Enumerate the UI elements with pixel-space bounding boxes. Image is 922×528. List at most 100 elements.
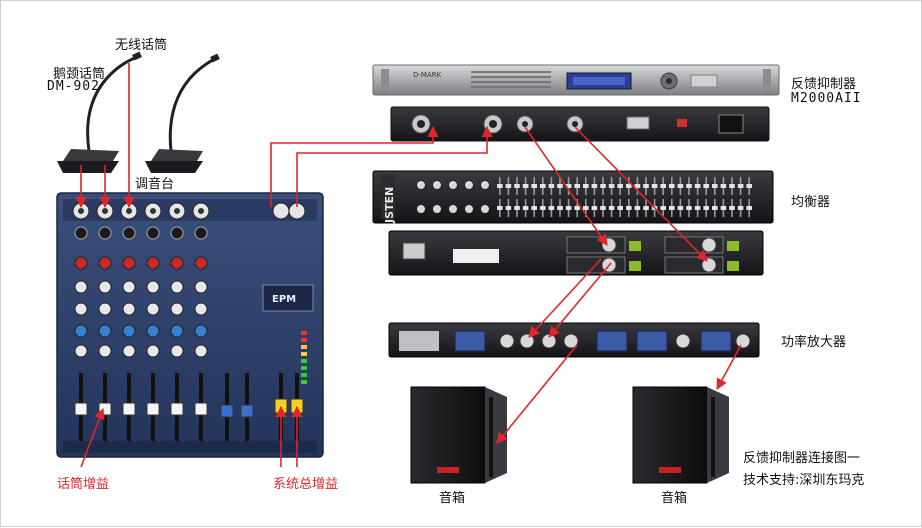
mixer-knob[interactable] bbox=[74, 280, 88, 294]
stereo-fader[interactable] bbox=[240, 404, 254, 418]
mixer-knob[interactable] bbox=[146, 324, 160, 338]
eq-slider-knob[interactable] bbox=[600, 206, 606, 210]
eq-slider-knob[interactable] bbox=[651, 184, 658, 188]
eq-knob[interactable] bbox=[464, 204, 474, 214]
eq-slider-knob[interactable] bbox=[540, 206, 546, 210]
channel-fader[interactable] bbox=[146, 402, 160, 416]
eq-knob[interactable] bbox=[416, 204, 426, 214]
mixer-knob[interactable] bbox=[122, 256, 136, 270]
mixer-knob[interactable] bbox=[122, 280, 136, 294]
eq-slider-knob[interactable] bbox=[505, 184, 512, 188]
eq-slider-knob[interactable] bbox=[617, 206, 623, 210]
eq-slider-knob[interactable] bbox=[712, 184, 718, 188]
eq-slider-knob[interactable] bbox=[677, 206, 684, 210]
mixer-knob[interactable] bbox=[194, 302, 208, 316]
stereo-fader[interactable] bbox=[220, 404, 234, 418]
eq-slider-knob[interactable] bbox=[686, 184, 692, 188]
mixer-knob[interactable] bbox=[74, 344, 88, 358]
mixer-knob[interactable] bbox=[194, 256, 208, 270]
mixer-knob[interactable] bbox=[98, 344, 112, 358]
eq-slider-knob[interactable] bbox=[514, 184, 520, 188]
mixer-knob[interactable] bbox=[146, 302, 160, 316]
eq-slider-knob[interactable] bbox=[608, 206, 615, 210]
mixer-knob[interactable] bbox=[170, 256, 184, 270]
eq-slider-knob[interactable] bbox=[505, 206, 512, 210]
eq-knob[interactable] bbox=[464, 180, 474, 190]
eq-slider-knob[interactable] bbox=[591, 184, 598, 188]
eq-slider-knob[interactable] bbox=[565, 206, 572, 210]
eq-knob[interactable] bbox=[432, 180, 442, 190]
eq-slider-knob[interactable] bbox=[497, 184, 503, 188]
eq-slider-knob[interactable] bbox=[600, 184, 606, 188]
eq-slider-knob[interactable] bbox=[583, 206, 589, 210]
eq-slider-knob[interactable] bbox=[634, 184, 641, 188]
mixer-knob[interactable] bbox=[170, 280, 184, 294]
eq-slider-knob[interactable] bbox=[531, 206, 537, 210]
eq-slider-knob[interactable] bbox=[583, 184, 589, 188]
eq-knob[interactable] bbox=[416, 180, 426, 190]
eq-slider-knob[interactable] bbox=[531, 184, 537, 188]
eq-knob[interactable] bbox=[480, 180, 490, 190]
eq-slider-knob[interactable] bbox=[643, 184, 649, 188]
eq-knob[interactable] bbox=[432, 204, 442, 214]
eq-slider-knob[interactable] bbox=[591, 206, 598, 210]
eq-slider-knob[interactable] bbox=[608, 184, 615, 188]
eq-slider-knob[interactable] bbox=[643, 206, 649, 210]
eq-slider-knob[interactable] bbox=[540, 184, 546, 188]
eq-slider-knob[interactable] bbox=[660, 184, 666, 188]
eq-slider-knob[interactable] bbox=[574, 184, 580, 188]
eq-slider-knob[interactable] bbox=[729, 206, 735, 210]
eq-knob[interactable] bbox=[448, 180, 458, 190]
eq-slider-knob[interactable] bbox=[669, 184, 675, 188]
eq-slider-knob[interactable] bbox=[557, 184, 563, 188]
mixer-knob[interactable] bbox=[74, 324, 88, 338]
eq-slider-knob[interactable] bbox=[720, 184, 727, 188]
eq-slider-knob[interactable] bbox=[548, 206, 555, 210]
mixer-knob[interactable] bbox=[122, 302, 136, 316]
eq-slider-knob[interactable] bbox=[634, 206, 641, 210]
eq-slider-knob[interactable] bbox=[703, 206, 709, 210]
mixer-knob[interactable] bbox=[98, 302, 112, 316]
eq-slider-knob[interactable] bbox=[497, 206, 503, 210]
eq-slider-knob[interactable] bbox=[694, 184, 701, 188]
eq-slider-knob[interactable] bbox=[557, 206, 563, 210]
mixer-knob[interactable] bbox=[122, 344, 136, 358]
channel-fader[interactable] bbox=[122, 402, 136, 416]
mixer-knob[interactable] bbox=[98, 324, 112, 338]
mixer-knob[interactable] bbox=[98, 256, 112, 270]
eq-slider-knob[interactable] bbox=[729, 184, 735, 188]
eq-slider-knob[interactable] bbox=[660, 206, 666, 210]
eq-slider-knob[interactable] bbox=[548, 184, 555, 188]
eq-slider-knob[interactable] bbox=[694, 206, 701, 210]
channel-fader[interactable] bbox=[194, 402, 208, 416]
mixer-knob[interactable] bbox=[146, 280, 160, 294]
mixer-knob[interactable] bbox=[170, 324, 184, 338]
mixer-knob[interactable] bbox=[170, 302, 184, 316]
eq-slider-knob[interactable] bbox=[669, 206, 675, 210]
eq-slider-knob[interactable] bbox=[617, 184, 623, 188]
mixer-knob[interactable] bbox=[146, 256, 160, 270]
eq-slider-knob[interactable] bbox=[522, 184, 529, 188]
eq-slider-knob[interactable] bbox=[746, 206, 752, 210]
eq-slider-knob[interactable] bbox=[626, 184, 632, 188]
eq-slider-knob[interactable] bbox=[703, 184, 709, 188]
eq-slider-knob[interactable] bbox=[565, 184, 572, 188]
eq-slider-knob[interactable] bbox=[574, 206, 580, 210]
eq-slider-knob[interactable] bbox=[737, 206, 744, 210]
eq-knob[interactable] bbox=[448, 204, 458, 214]
eq-slider-knob[interactable] bbox=[514, 206, 520, 210]
mixer-knob[interactable] bbox=[194, 344, 208, 358]
eq-slider-knob[interactable] bbox=[522, 206, 529, 210]
channel-fader[interactable] bbox=[74, 402, 88, 416]
eq-knob[interactable] bbox=[480, 204, 490, 214]
channel-fader[interactable] bbox=[170, 402, 184, 416]
eq-slider-knob[interactable] bbox=[626, 206, 632, 210]
eq-slider-knob[interactable] bbox=[746, 184, 752, 188]
mixer-knob[interactable] bbox=[74, 256, 88, 270]
mixer-knob[interactable] bbox=[122, 324, 136, 338]
mixer-knob[interactable] bbox=[74, 302, 88, 316]
eq-slider-knob[interactable] bbox=[712, 206, 718, 210]
eq-slider-knob[interactable] bbox=[720, 206, 727, 210]
mixer-knob[interactable] bbox=[170, 344, 184, 358]
eq-slider-knob[interactable] bbox=[737, 184, 744, 188]
